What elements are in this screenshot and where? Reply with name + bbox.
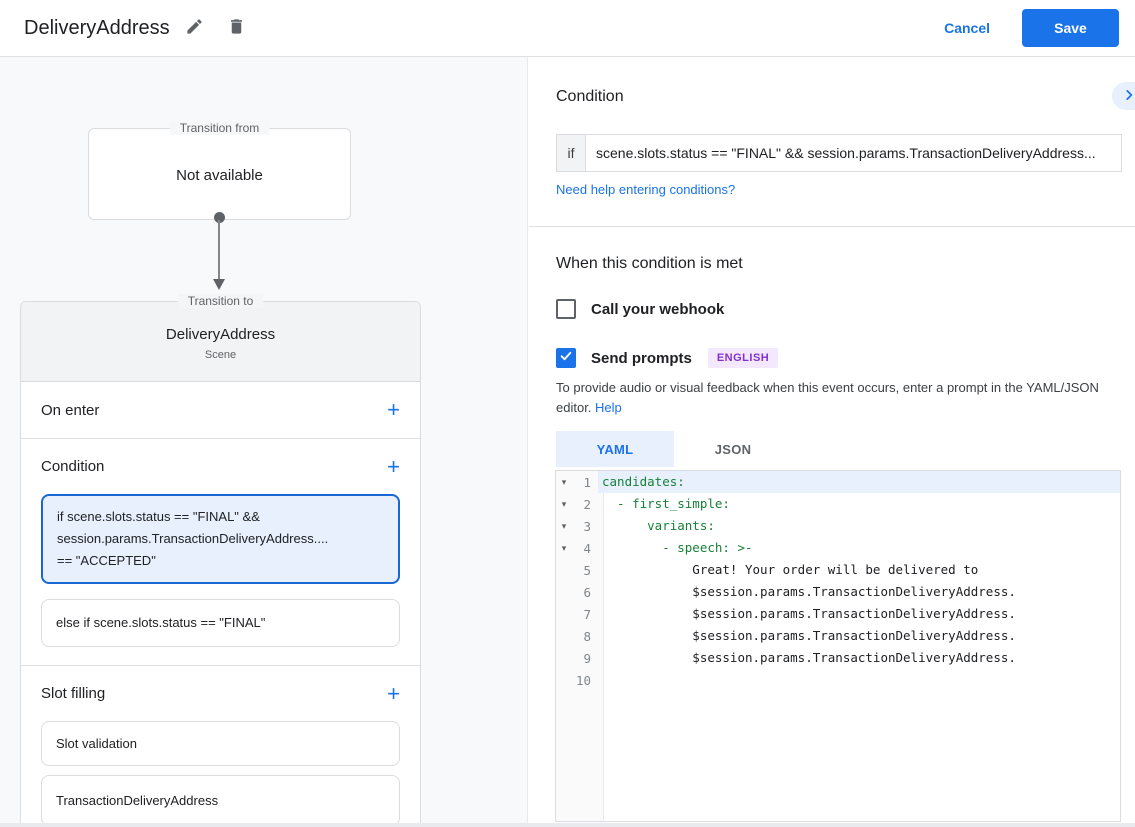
transition-from-label: Transition from: [169, 121, 270, 135]
editor-line[interactable]: 7 $session.params.TransactionDeliveryAdd…: [556, 603, 1120, 625]
webhook-row: Call your webhook: [556, 299, 724, 319]
section-on-enter[interactable]: On enter +: [21, 382, 420, 439]
line-number: 9: [583, 650, 591, 666]
add-on-enter-icon[interactable]: +: [387, 397, 400, 422]
prompt-help-link[interactable]: Help: [595, 400, 622, 415]
line-number: 4: [583, 540, 591, 556]
section-slot-filling-header[interactable]: Slot filling +: [21, 666, 420, 721]
condition-card[interactable]: else if scene.slots.status == "FINAL": [41, 599, 400, 647]
line-number: 2: [583, 496, 591, 512]
cancel-button[interactable]: Cancel: [928, 12, 1006, 44]
editor-line[interactable]: ▾ 3 variants:: [556, 515, 1120, 537]
code-text: $session.params.TransactionDeliveryAddre…: [602, 628, 1016, 643]
chevron-right-icon: [1122, 88, 1135, 105]
editor-line[interactable]: ▾ 4 - speech: >-: [556, 537, 1120, 559]
fold-icon[interactable]: ▾: [561, 476, 567, 487]
send-prompts-checkbox[interactable]: [556, 348, 576, 368]
trash-icon: [227, 17, 246, 39]
fold-icon[interactable]: ▾: [561, 542, 567, 553]
checkmark-icon: [559, 349, 573, 368]
line-number: 3: [583, 518, 591, 534]
save-button[interactable]: Save: [1022, 9, 1119, 47]
editor-line[interactable]: 8 $session.params.TransactionDeliveryAdd…: [556, 625, 1120, 647]
slot-filling-label: Slot filling: [41, 685, 106, 702]
editor-tabs: YAML JSON: [556, 431, 792, 467]
code-text: [598, 669, 1120, 691]
slot-card-validation[interactable]: Slot validation: [41, 721, 400, 766]
fold-icon[interactable]: ▾: [561, 520, 567, 531]
collapse-panel-button[interactable]: [1112, 82, 1135, 110]
slot-list: Slot validation TransactionDeliveryAddre…: [21, 721, 420, 827]
fold-icon[interactable]: ▾: [561, 498, 567, 509]
if-prefix: if: [556, 134, 585, 172]
on-enter-label: On enter: [41, 401, 100, 419]
editor-line[interactable]: 6 $session.params.TransactionDeliveryAdd…: [556, 581, 1120, 603]
language-badge: ENGLISH: [707, 348, 779, 368]
edit-title-button[interactable]: [178, 11, 212, 45]
condition-detail-panel: Condition if Need help entering conditio…: [529, 57, 1135, 827]
line-number: 10: [575, 672, 591, 688]
section-condition-header[interactable]: Condition +: [21, 439, 420, 494]
code-text: - speech: >-: [602, 540, 753, 555]
send-prompts-label: Send prompts: [591, 349, 692, 367]
editor-line[interactable]: ▾ 2 - first_simple:: [556, 493, 1120, 515]
yaml-editor[interactable]: ▾ 1 candidates: ▾ 2 - first_simple: ▾ 3 …: [555, 470, 1121, 822]
condition-list: if scene.slots.status == "FINAL" && sess…: [21, 494, 420, 666]
top-bar: DeliveryAddress Cancel Save: [0, 0, 1135, 57]
code-text: $session.params.TransactionDeliveryAddre…: [602, 606, 1016, 621]
code-text: - first_simple:: [602, 496, 730, 511]
transition-from-box: Transition from Not available: [88, 121, 351, 220]
condition-expression-input[interactable]: [585, 134, 1122, 172]
code-text: Great! Your order will be delivered to: [602, 562, 979, 577]
condition-label: Condition: [41, 458, 105, 475]
editor-line[interactable]: ▾ 1 candidates:: [556, 471, 1120, 493]
flow-edge-line: [218, 220, 220, 280]
condition-help-link[interactable]: Need help entering conditions?: [556, 182, 736, 197]
tab-yaml[interactable]: YAML: [556, 431, 674, 467]
editor-line[interactable]: 9 $session.params.TransactionDeliveryAdd…: [556, 647, 1120, 669]
code-text: candidates:: [598, 471, 1120, 493]
prompt-description: To provide audio or visual feedback when…: [556, 378, 1128, 418]
when-met-title: When this condition is met: [556, 255, 743, 272]
prompt-description-text: To provide audio or visual feedback when…: [556, 380, 1099, 415]
scene-type: Scene: [204, 349, 237, 361]
webhook-checkbox[interactable]: [556, 299, 576, 319]
line-number: 6: [583, 584, 591, 600]
condition-panel-title: Condition: [556, 88, 624, 105]
add-slot-icon[interactable]: +: [387, 680, 400, 706]
editor-line[interactable]: 10: [556, 669, 1120, 691]
code-text: $session.params.TransactionDeliveryAddre…: [602, 584, 1016, 599]
transition-from-value: Not available: [176, 167, 263, 184]
line-number: 5: [583, 562, 591, 578]
delete-scene-button[interactable]: [220, 11, 254, 45]
line-number: 8: [583, 628, 591, 644]
page-title: DeliveryAddress: [24, 16, 170, 39]
transition-to-label: Transition to: [177, 294, 264, 308]
condition-expression-row: if: [556, 134, 1122, 172]
line-number: 1: [583, 474, 591, 490]
condition-card-selected[interactable]: if scene.slots.status == "FINAL" && sess…: [41, 494, 400, 584]
add-condition-icon[interactable]: +: [387, 453, 400, 479]
flow-canvas: Transition from Not available Transition…: [0, 57, 528, 827]
flow-arrow-down-icon: [213, 279, 225, 290]
code-text: variants:: [602, 518, 715, 533]
code-text: $session.params.TransactionDeliveryAddre…: [602, 650, 1016, 665]
scene-name: DeliveryAddress: [165, 326, 276, 343]
webhook-label: Call your webhook: [591, 300, 725, 318]
horizontal-scrollbar[interactable]: [0, 823, 1135, 827]
line-number: 7: [583, 606, 591, 622]
panel-divider: [529, 226, 1135, 227]
editor-line[interactable]: 5 Great! Your order will be delivered to: [556, 559, 1120, 581]
send-prompts-row: Send prompts ENGLISH: [556, 348, 779, 368]
editor-gutter: [556, 471, 604, 821]
scene-card-header: DeliveryAddress Scene: [21, 302, 420, 382]
flow-edge-dot: [214, 212, 225, 223]
scene-card: Transition to DeliveryAddress Scene On e…: [20, 294, 421, 827]
slot-card-address[interactable]: TransactionDeliveryAddress: [41, 775, 400, 826]
tab-json[interactable]: JSON: [714, 441, 752, 457]
pencil-icon: [185, 17, 204, 39]
